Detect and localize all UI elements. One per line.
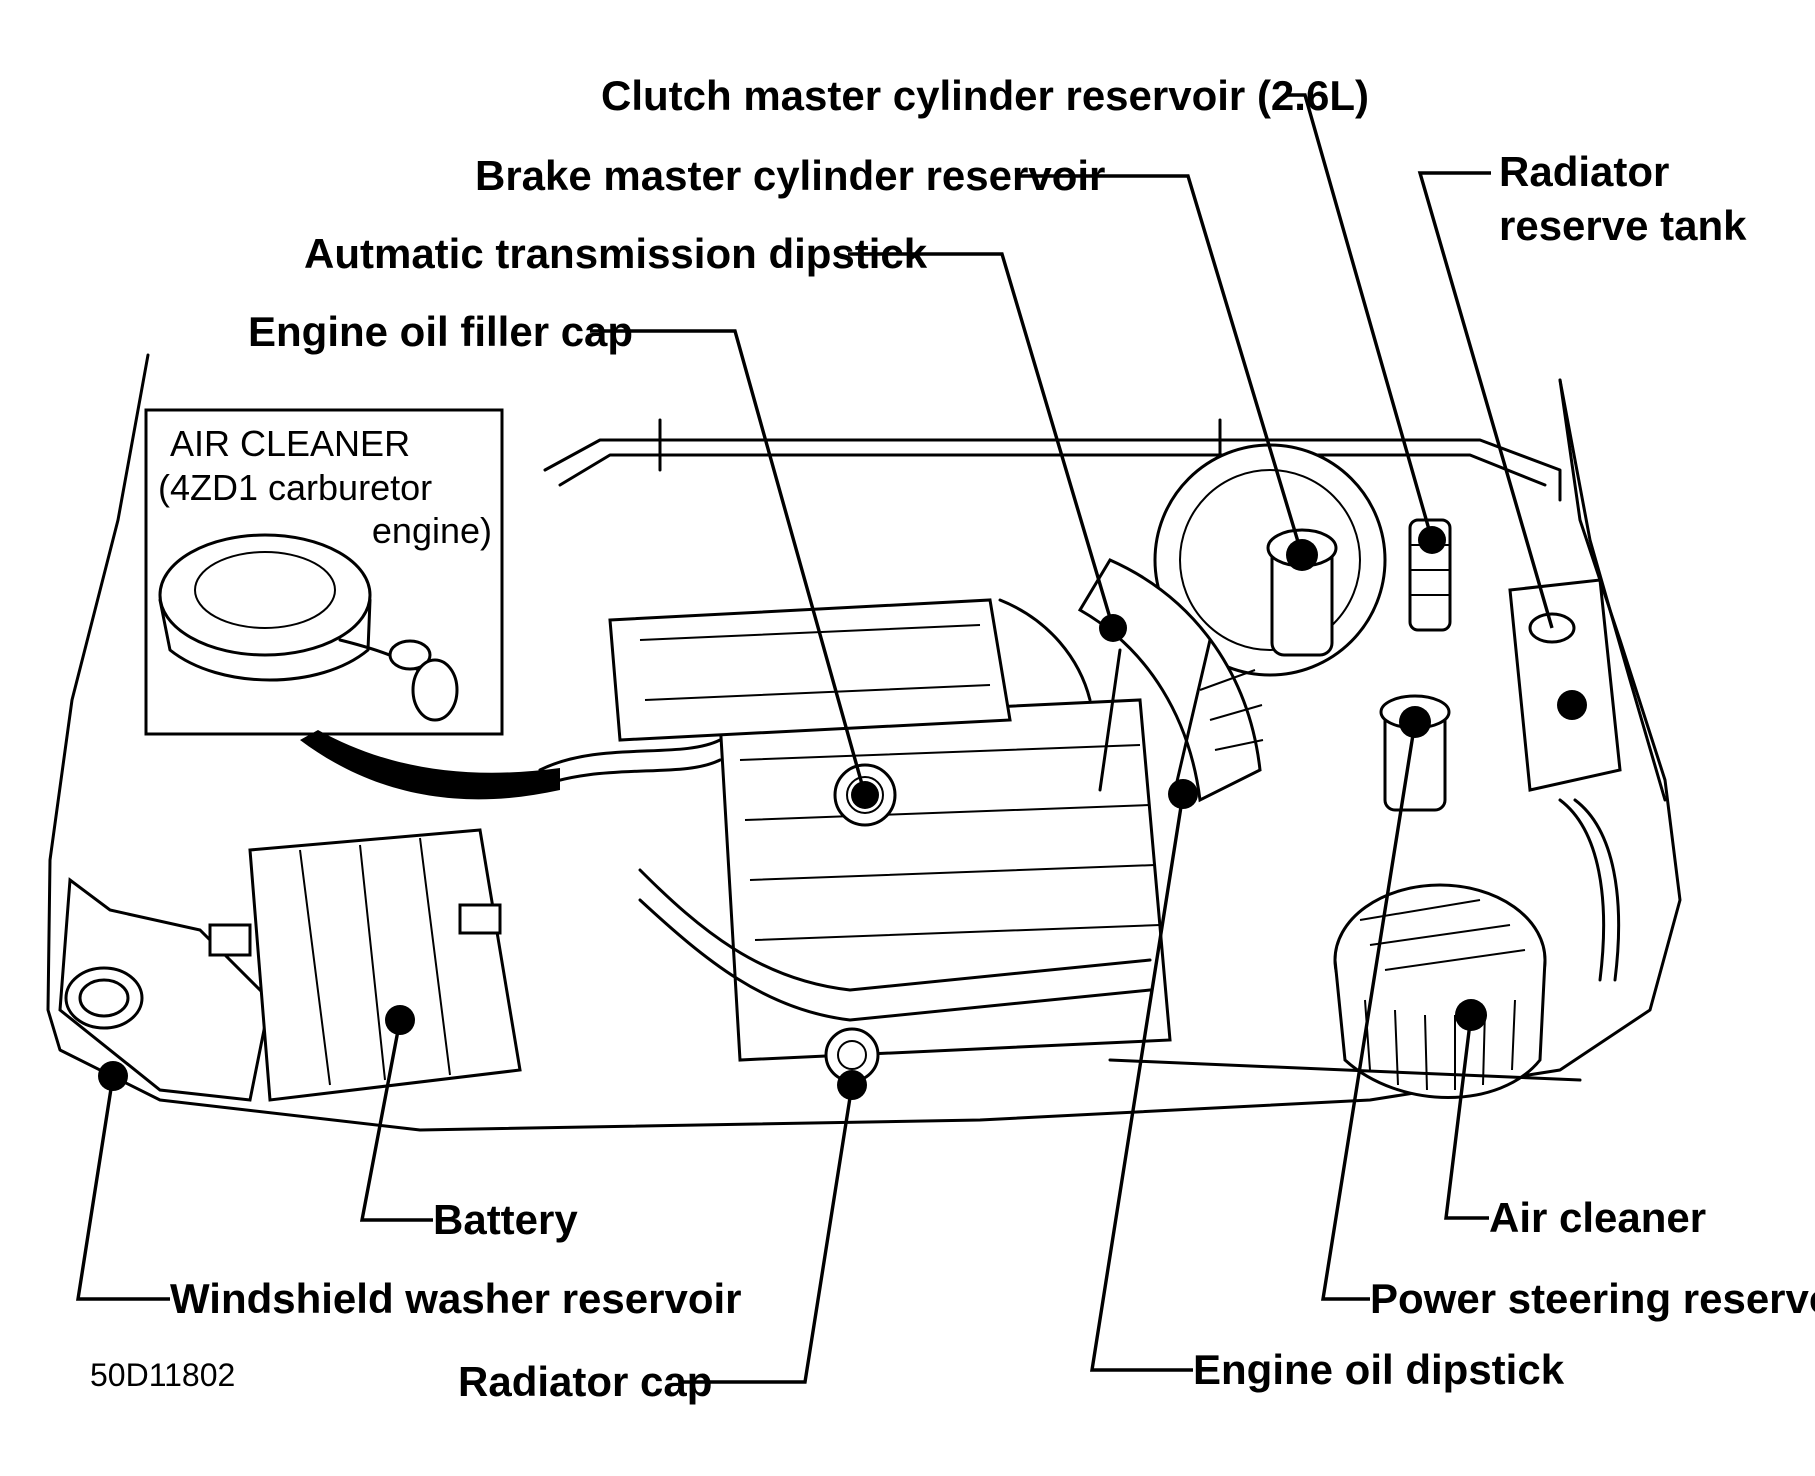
inset-pointer-arrow xyxy=(300,730,560,800)
leader-windshield-washer-reservoir xyxy=(76,1075,170,1301)
dot-radiator-reserve-tank xyxy=(1557,690,1587,720)
dot-power-steering-reservoir xyxy=(1399,706,1431,738)
figure-code: 50D11802 xyxy=(90,1357,235,1393)
label-battery: Battery xyxy=(433,1196,578,1243)
leader-clutch-master-cylinder xyxy=(1285,93,1434,541)
label-clutch-master-cylinder-reservoir: Clutch master cylinder reservoir (2.6L) xyxy=(601,72,1369,119)
inset-title: AIR CLEANER xyxy=(170,423,410,464)
dot-brake-master-cylinder xyxy=(1286,539,1318,571)
dot-clutch-master-cylinder xyxy=(1418,526,1446,554)
label-automatic-transmission-dipstick: Autmatic transmission dipstick xyxy=(304,230,928,277)
callout-labels: Clutch master cylinder reservoir (2.6L) … xyxy=(170,72,1815,1405)
label-air-cleaner: Air cleaner xyxy=(1489,1194,1706,1241)
battery-shape xyxy=(248,828,522,1102)
dot-radiator-cap xyxy=(837,1070,867,1100)
dot-windshield-washer-reservoir xyxy=(98,1061,128,1091)
radiator-reserve-tank-shape xyxy=(1508,578,1622,792)
leader-automatic-transmission-dipstick xyxy=(848,252,1115,629)
washer-reservoir-shape xyxy=(58,877,272,1102)
label-engine-oil-filler-cap: Engine oil filler cap xyxy=(248,308,633,355)
label-radiator-reserve-tank-line2: reserve tank xyxy=(1499,202,1747,249)
dot-engine-oil-filler-cap xyxy=(851,781,879,809)
label-radiator-cap: Radiator cap xyxy=(458,1358,712,1405)
leader-air-cleaner xyxy=(1444,1014,1489,1220)
inset-subtitle-end: engine) xyxy=(372,510,492,551)
dot-automatic-transmission-dipstick xyxy=(1099,614,1127,642)
dot-engine-oil-dipstick xyxy=(1168,779,1198,809)
air-cleaner-inset: AIR CLEANER (4ZD1 carburetor engine) xyxy=(144,408,504,736)
label-brake-master-cylinder-reservoir: Brake master cylinder reservoir xyxy=(475,152,1105,199)
engine-block-shape xyxy=(718,698,1172,1062)
leader-brake-master-cylinder xyxy=(1018,174,1304,556)
leader-engine-oil-filler-cap xyxy=(590,329,867,796)
inset-subtitle: (4ZD1 carburetor xyxy=(158,467,432,508)
leader-power-steering-reservoir xyxy=(1321,721,1417,1301)
leader-lines xyxy=(76,93,1554,1384)
dot-air-cleaner xyxy=(1455,999,1487,1031)
inset-air-cleaner-illustration xyxy=(158,533,459,722)
leader-engine-oil-dipstick xyxy=(1090,793,1193,1372)
label-power-steering-reservoir: Power steering reservoir xyxy=(1370,1275,1815,1322)
callout-dots xyxy=(98,526,1587,1100)
label-radiator-reserve-tank-line1: Radiator xyxy=(1499,148,1669,195)
dot-battery xyxy=(385,1005,415,1035)
leader-radiator-cap xyxy=(680,1084,854,1384)
label-windshield-washer-reservoir: Windshield washer reservoir xyxy=(170,1275,742,1322)
leader-radiator-reserve-tank xyxy=(1417,171,1554,629)
label-engine-oil-dipstick: Engine oil dipstick xyxy=(1193,1346,1565,1393)
engine-bay-drawing xyxy=(46,353,1682,1132)
leader-battery xyxy=(359,1019,433,1222)
